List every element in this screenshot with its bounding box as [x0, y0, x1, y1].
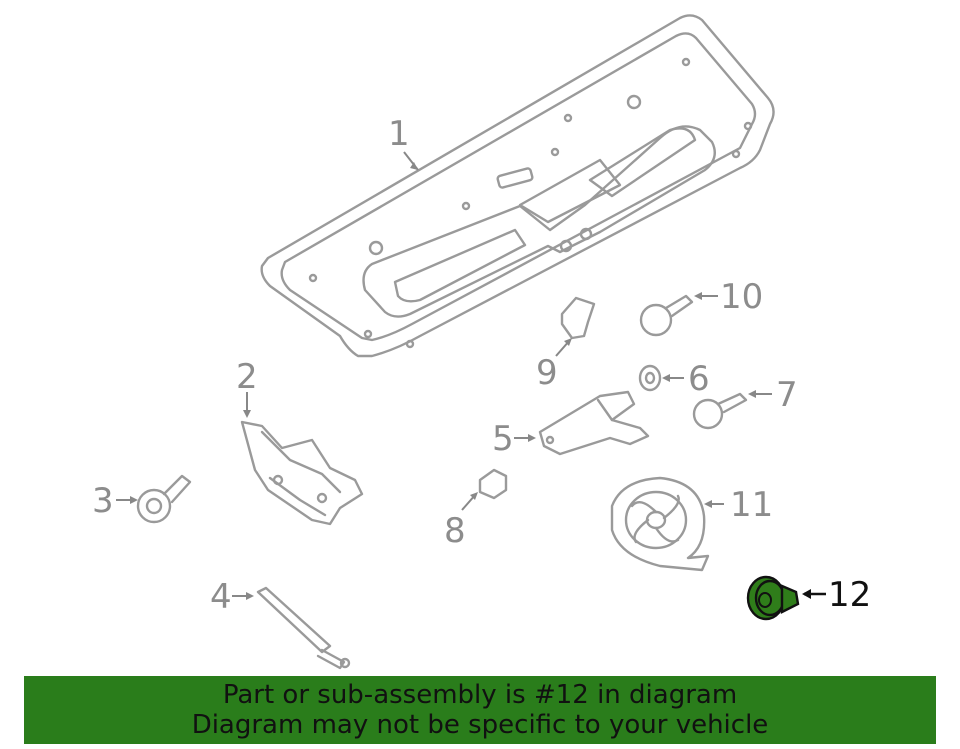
- callout-11: 11: [730, 485, 773, 525]
- callout-5: 5: [492, 419, 514, 459]
- callout-6: 6: [688, 359, 710, 399]
- part-3-bolt: [136, 474, 192, 524]
- callout-2: 2: [236, 357, 258, 397]
- part-5-latch: [538, 390, 650, 456]
- callout-4: 4: [210, 577, 232, 617]
- callout-3: 3: [92, 481, 114, 521]
- banner-line-2: Diagram may not be specific to your vehi…: [191, 710, 769, 740]
- part-8-connector: [478, 468, 508, 500]
- part-2-bracket: [240, 420, 364, 526]
- callout-10: 10: [720, 277, 763, 317]
- part-12-clip-highlighted: [746, 575, 800, 621]
- callout-12: 12: [828, 575, 871, 615]
- part-11-speaker: [610, 476, 710, 572]
- info-banner: Part or sub-assembly is #12 in diagram D…: [24, 676, 936, 744]
- part-1-trim-panel: [260, 14, 775, 358]
- callout-7: 7: [776, 375, 798, 415]
- callout-9: 9: [536, 353, 558, 393]
- callout-1: 1: [388, 114, 410, 154]
- part-4-strut: [256, 586, 351, 670]
- part-6-grommet: [638, 364, 662, 392]
- part-9-bumper: [560, 296, 596, 340]
- callout-8: 8: [444, 511, 466, 551]
- banner-line-1: Part or sub-assembly is #12 in diagram: [222, 680, 738, 710]
- part-10-bolt: [639, 294, 694, 337]
- part-7-bolt: [692, 392, 748, 430]
